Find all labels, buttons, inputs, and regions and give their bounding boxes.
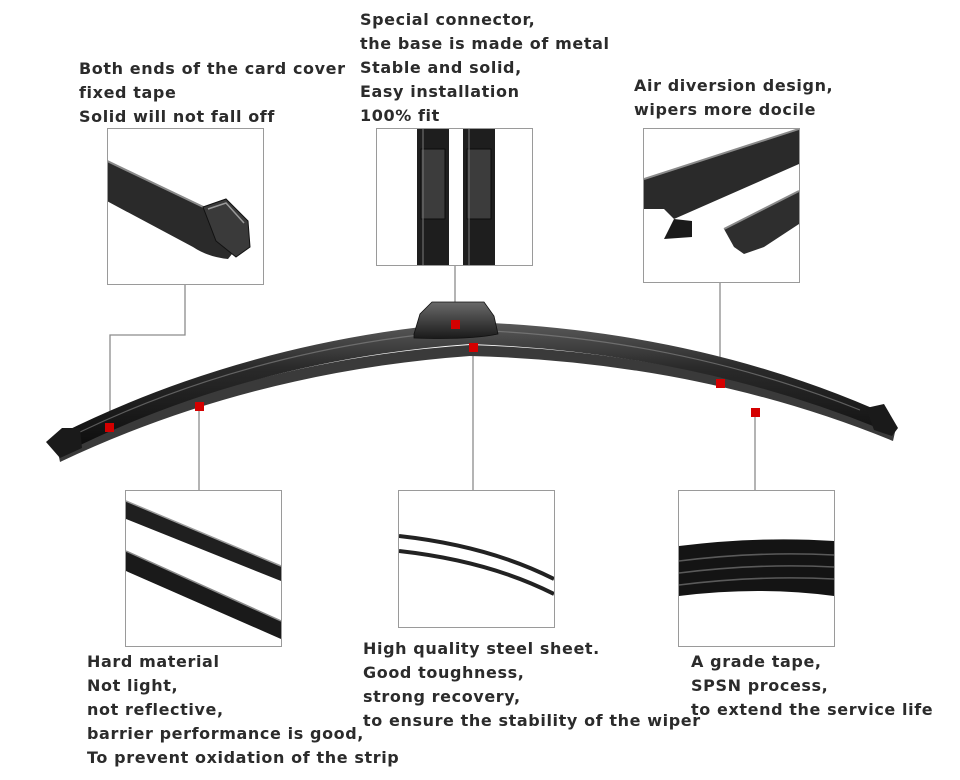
callout-line: barrier performance is good, [87, 724, 364, 743]
leader-lines [109, 265, 756, 490]
callout-line: Stable and solid, [360, 58, 522, 77]
callout-line: SPSN process, [691, 676, 829, 695]
wiper-blade [46, 301, 898, 462]
marker-air-diversion [716, 379, 725, 388]
detail-image-connector [376, 128, 533, 266]
callout-line: strong recovery, [363, 687, 521, 706]
detail-image-grade-tape [678, 490, 835, 647]
markers [105, 320, 760, 432]
wiper-left-end-cap [46, 428, 82, 458]
callout-line: High quality steel sheet. [363, 639, 600, 658]
callout-line: Good toughness, [363, 663, 525, 682]
callout-line: wipers more docile [634, 100, 817, 119]
callout-line: not reflective, [87, 700, 224, 719]
callout-line: A grade tape, [691, 652, 822, 671]
marker-connector [451, 320, 460, 329]
wiper-right-end-cap [866, 404, 898, 436]
callout-line: the base is made of metal [360, 34, 610, 53]
detail-image-steel-sheet [398, 490, 555, 628]
callout-connector: Special connector, the base is made of m… [360, 8, 610, 128]
callout-line: Both ends of the card cover [79, 59, 346, 78]
detail-image-card-cover [107, 128, 264, 285]
callout-line: fixed tape [79, 83, 177, 102]
callout-line: Solid will not fall off [79, 107, 275, 126]
callout-line: Special connector, [360, 10, 536, 29]
marker-hard-material [195, 402, 204, 411]
marker-card-cover [105, 423, 114, 432]
detail-image-air-diversion [643, 128, 800, 283]
callout-card-cover: Both ends of the card cover fixed tape S… [79, 57, 346, 129]
callout-line: Not light, [87, 676, 179, 695]
callout-line: Easy installation [360, 82, 520, 101]
callout-air-diversion: Air diversion design, wipers more docile [634, 74, 833, 122]
marker-grade-tape [751, 408, 760, 417]
callout-grade-tape: A grade tape, SPSN process, to extend th… [691, 650, 933, 722]
callout-hard-material: Hard material Not light, not reflective,… [87, 650, 399, 770]
marker-steel-sheet [469, 343, 478, 352]
callout-line: 100% fit [360, 106, 440, 125]
leader-card-cover [109, 284, 186, 428]
callout-steel-sheet: High quality steel sheet. Good toughness… [363, 637, 701, 733]
detail-image-hard-material [125, 490, 282, 647]
callout-line: To prevent oxidation of the strip [87, 748, 400, 767]
callout-line: to extend the service life [691, 700, 934, 719]
callout-line: Hard material [87, 652, 220, 671]
callout-line: Air diversion design, [634, 76, 834, 95]
wiper-rubber-strip [58, 345, 895, 462]
callout-line: to ensure the stability of the wiper [363, 711, 701, 730]
